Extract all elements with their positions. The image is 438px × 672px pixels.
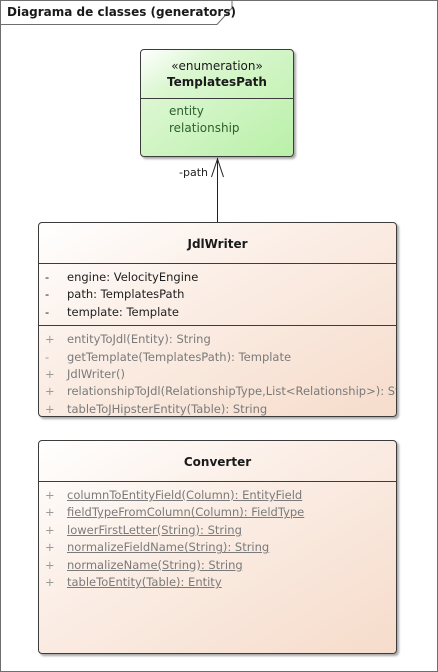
attribute: -path: TemplatesPath <box>39 286 396 303</box>
class-divider <box>39 263 396 264</box>
static-operation: +tableToEntity(Table): Entity <box>39 574 396 591</box>
jdlwriter-class[interactable]: JdlWriter -engine: VelocityEngine -path:… <box>38 222 397 417</box>
visibility-marker: + <box>45 367 55 382</box>
visibility-marker: + <box>45 522 55 537</box>
enumeration-stereotype: «enumeration» <box>171 59 263 73</box>
static-operation: +normalizeName(String): String <box>39 557 396 574</box>
class-divider <box>39 481 396 482</box>
operation: -getTemplate(TemplatesPath): Template <box>39 349 396 366</box>
static-operation: +fieldTypeFromColumn(Column): FieldType <box>39 504 396 521</box>
visibility-marker: + <box>45 505 55 520</box>
visibility-marker: - <box>45 304 50 319</box>
enumeration-divider <box>141 98 293 99</box>
visibility-marker: + <box>45 540 55 555</box>
class-divider <box>39 325 396 327</box>
visibility-marker: + <box>45 557 55 572</box>
visibility-marker: + <box>45 384 55 399</box>
association-role-label: -path <box>179 166 208 179</box>
frame-title: Diagrama de classes (generators) <box>7 5 236 19</box>
visibility-marker: - <box>45 349 50 364</box>
operation: +relationshipToJdl(RelationshipType,List… <box>39 383 396 400</box>
operation: +JdlWriter() <box>39 366 396 383</box>
visibility-marker: - <box>45 270 50 284</box>
visibility-marker: - <box>45 287 50 302</box>
visibility-marker: + <box>45 332 55 347</box>
frame-title-tab <box>0 0 233 25</box>
enum-literal: relationship <box>169 121 240 135</box>
visibility-marker: + <box>45 575 55 590</box>
static-operation: +columnToEntityField(Column): EntityFiel… <box>39 487 396 504</box>
class-name: Converter <box>183 455 252 469</box>
enumeration-name: TemplatesPath <box>167 75 267 89</box>
operation: +entityToJdl(Entity): String <box>39 331 396 348</box>
visibility-marker: + <box>45 488 55 502</box>
templatespath-enumeration[interactable]: «enumeration» TemplatesPath entity relat… <box>140 49 294 157</box>
operations-compartment: +columnToEntityField(Column): EntityFiel… <box>39 482 396 595</box>
converter-class[interactable]: Converter +columnToEntityField(Column): … <box>38 440 397 654</box>
attribute: -template: Template <box>39 304 396 321</box>
attributes-compartment: -engine: VelocityEngine -path: Templates… <box>39 264 396 325</box>
attribute: -engine: VelocityEngine <box>39 269 396 286</box>
operation: +tableToJHipsterEntity(Table): String <box>39 401 396 416</box>
operations-compartment: +entityToJdl(Entity): String -getTemplat… <box>39 326 396 416</box>
static-operation: +lowerFirstLetter(String): String <box>39 522 396 539</box>
class-name: JdlWriter <box>187 237 248 251</box>
enum-literal: entity <box>169 104 204 118</box>
visibility-marker: + <box>45 401 55 416</box>
static-operation: +normalizeFieldName(String): String <box>39 539 396 556</box>
